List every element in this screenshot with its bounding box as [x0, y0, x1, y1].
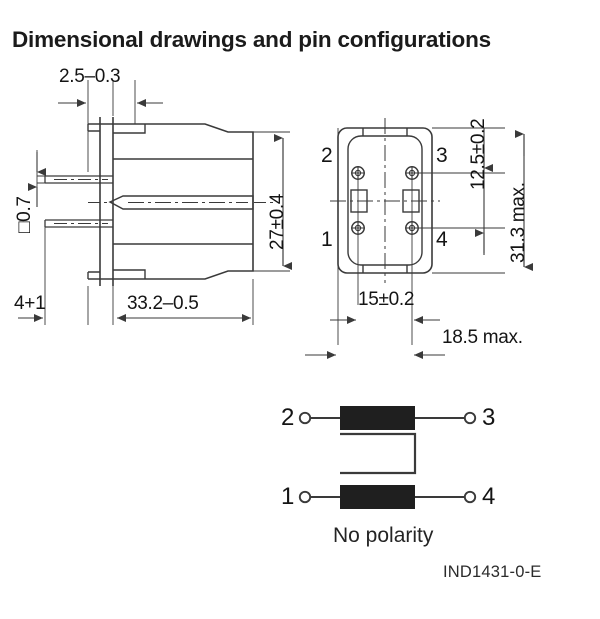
front-view-pin-2: 2: [321, 144, 333, 167]
schematic-terminal-2: 2: [281, 404, 295, 431]
front-view-geometry: [330, 118, 505, 345]
front-view-pin-4: 4: [436, 228, 448, 251]
side-view-geometry: [36, 80, 290, 325]
front-view-dimension-lines: [305, 128, 533, 359]
dim-body-width-max: 31.3 max.: [508, 182, 529, 263]
dim-lead-length: 4+1: [14, 293, 46, 314]
winding-bar-top: [340, 406, 415, 430]
front-view-pin-1: 1: [321, 228, 333, 251]
schematic-windings: [340, 406, 415, 509]
schematic-caption: No polarity: [333, 524, 434, 547]
dim-pin-pitch-horizontal: 15±0.2: [358, 289, 415, 310]
side-view-dimension-lines: [18, 99, 292, 322]
dim-body-depth-max: 18.5 max.: [442, 327, 523, 348]
dim-body-length: 33.2–0.5: [127, 293, 199, 314]
schematic-terminal-1: 1: [281, 483, 295, 510]
page-title: Dimensional drawings and pin configurati…: [12, 27, 491, 52]
dim-pin-pitch-vertical: 12.5±0.2: [468, 118, 489, 190]
reference-code: IND1431-0-E: [443, 563, 542, 581]
schematic-terminal-3: 3: [482, 404, 496, 431]
front-view-pin-3: 3: [436, 144, 448, 167]
schematic-terminal-4: 4: [482, 483, 496, 510]
winding-bar-bottom: [340, 485, 415, 509]
dim-lead-pitch: 2.5–0.3: [59, 66, 121, 87]
dim-body-height: 27±0.4: [267, 193, 288, 250]
schematic-geometry: [298, 411, 477, 504]
dim-lead-thickness: □0.7: [14, 196, 35, 233]
